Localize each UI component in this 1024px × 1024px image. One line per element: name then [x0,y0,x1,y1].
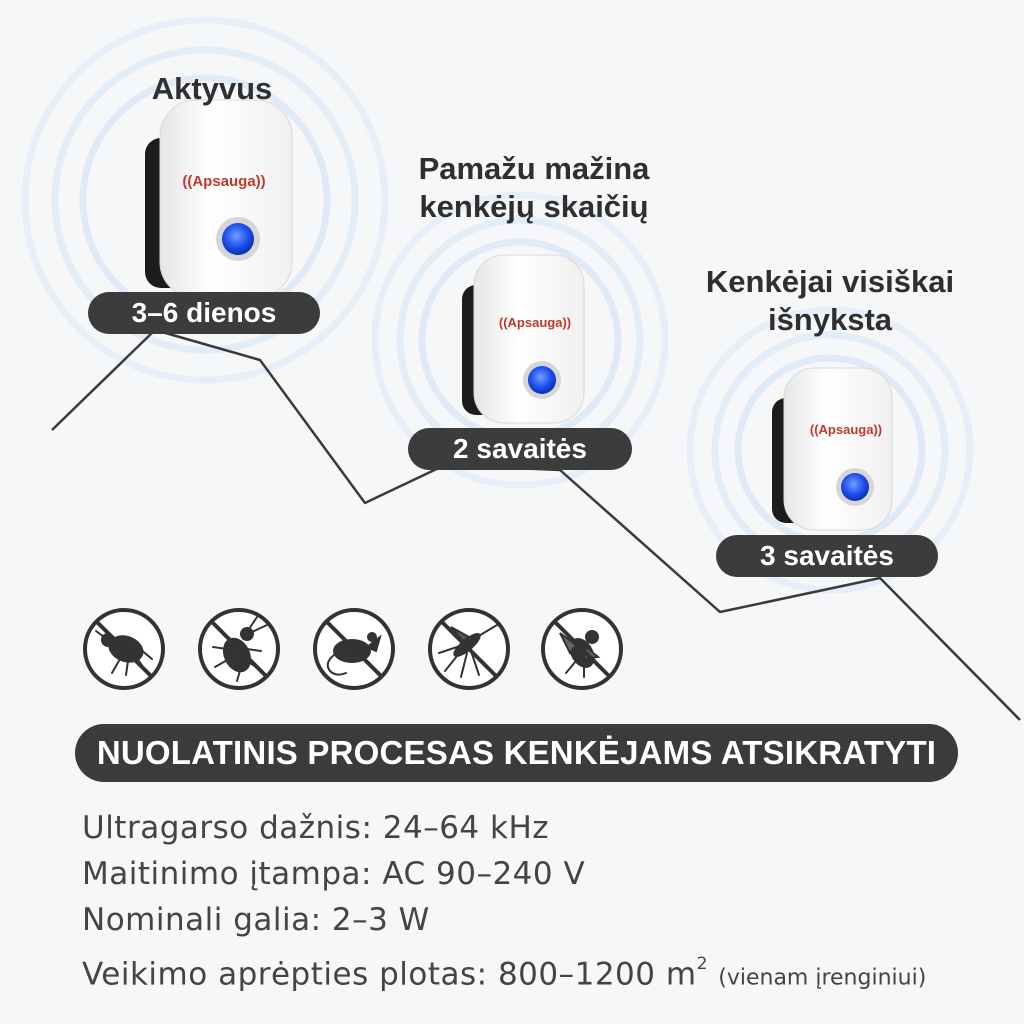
device-1-label: ((Apsauga)) [182,173,265,190]
device-3 [772,367,893,531]
stage-3-title: Kenkėjai visiškai išnyksta [705,264,955,337]
spec-area-note: (vienam įrenginiui) [718,965,927,991]
flea-icon [83,608,165,690]
spec-area: Veikimo aprėpties plotas: 800–1200 m2 (v… [82,948,926,998]
spec-area-text: Veikimo aprėpties plotas: 800–1200 m [82,956,697,993]
mosquito-icon [428,608,510,690]
stage-1-duration: 3–6 dienos [88,292,320,334]
spec-area-sup: 2 [696,954,708,974]
device-1 [145,99,293,299]
spec-power: Nominali galia: 2–3 W [82,902,430,938]
stage-1-title: Aktyvus [151,71,273,106]
device-3-label: ((Apsauga)) [810,422,882,437]
device-2-label: ((Apsauga)) [499,315,571,330]
fly-icon [541,608,623,690]
stage-2-duration: 2 savaitės [408,428,632,470]
mouse-icon [313,608,395,690]
device-2 [462,254,585,424]
process-banner: NUOLATINIS PROCESAS KENKĖJAMS ATSIKRATYT… [75,724,958,782]
spec-voltage: Maitinimo įtampa: AC 90–240 V [82,856,586,892]
stage-2-title: Pamažu mažina kenkėjų skaičių [418,151,650,224]
cockroach-icon [198,608,280,690]
spec-frequency: Ultragarso dažnis: 24–64 kHz [82,810,550,846]
stage-3-duration: 3 savaitės [716,535,938,577]
